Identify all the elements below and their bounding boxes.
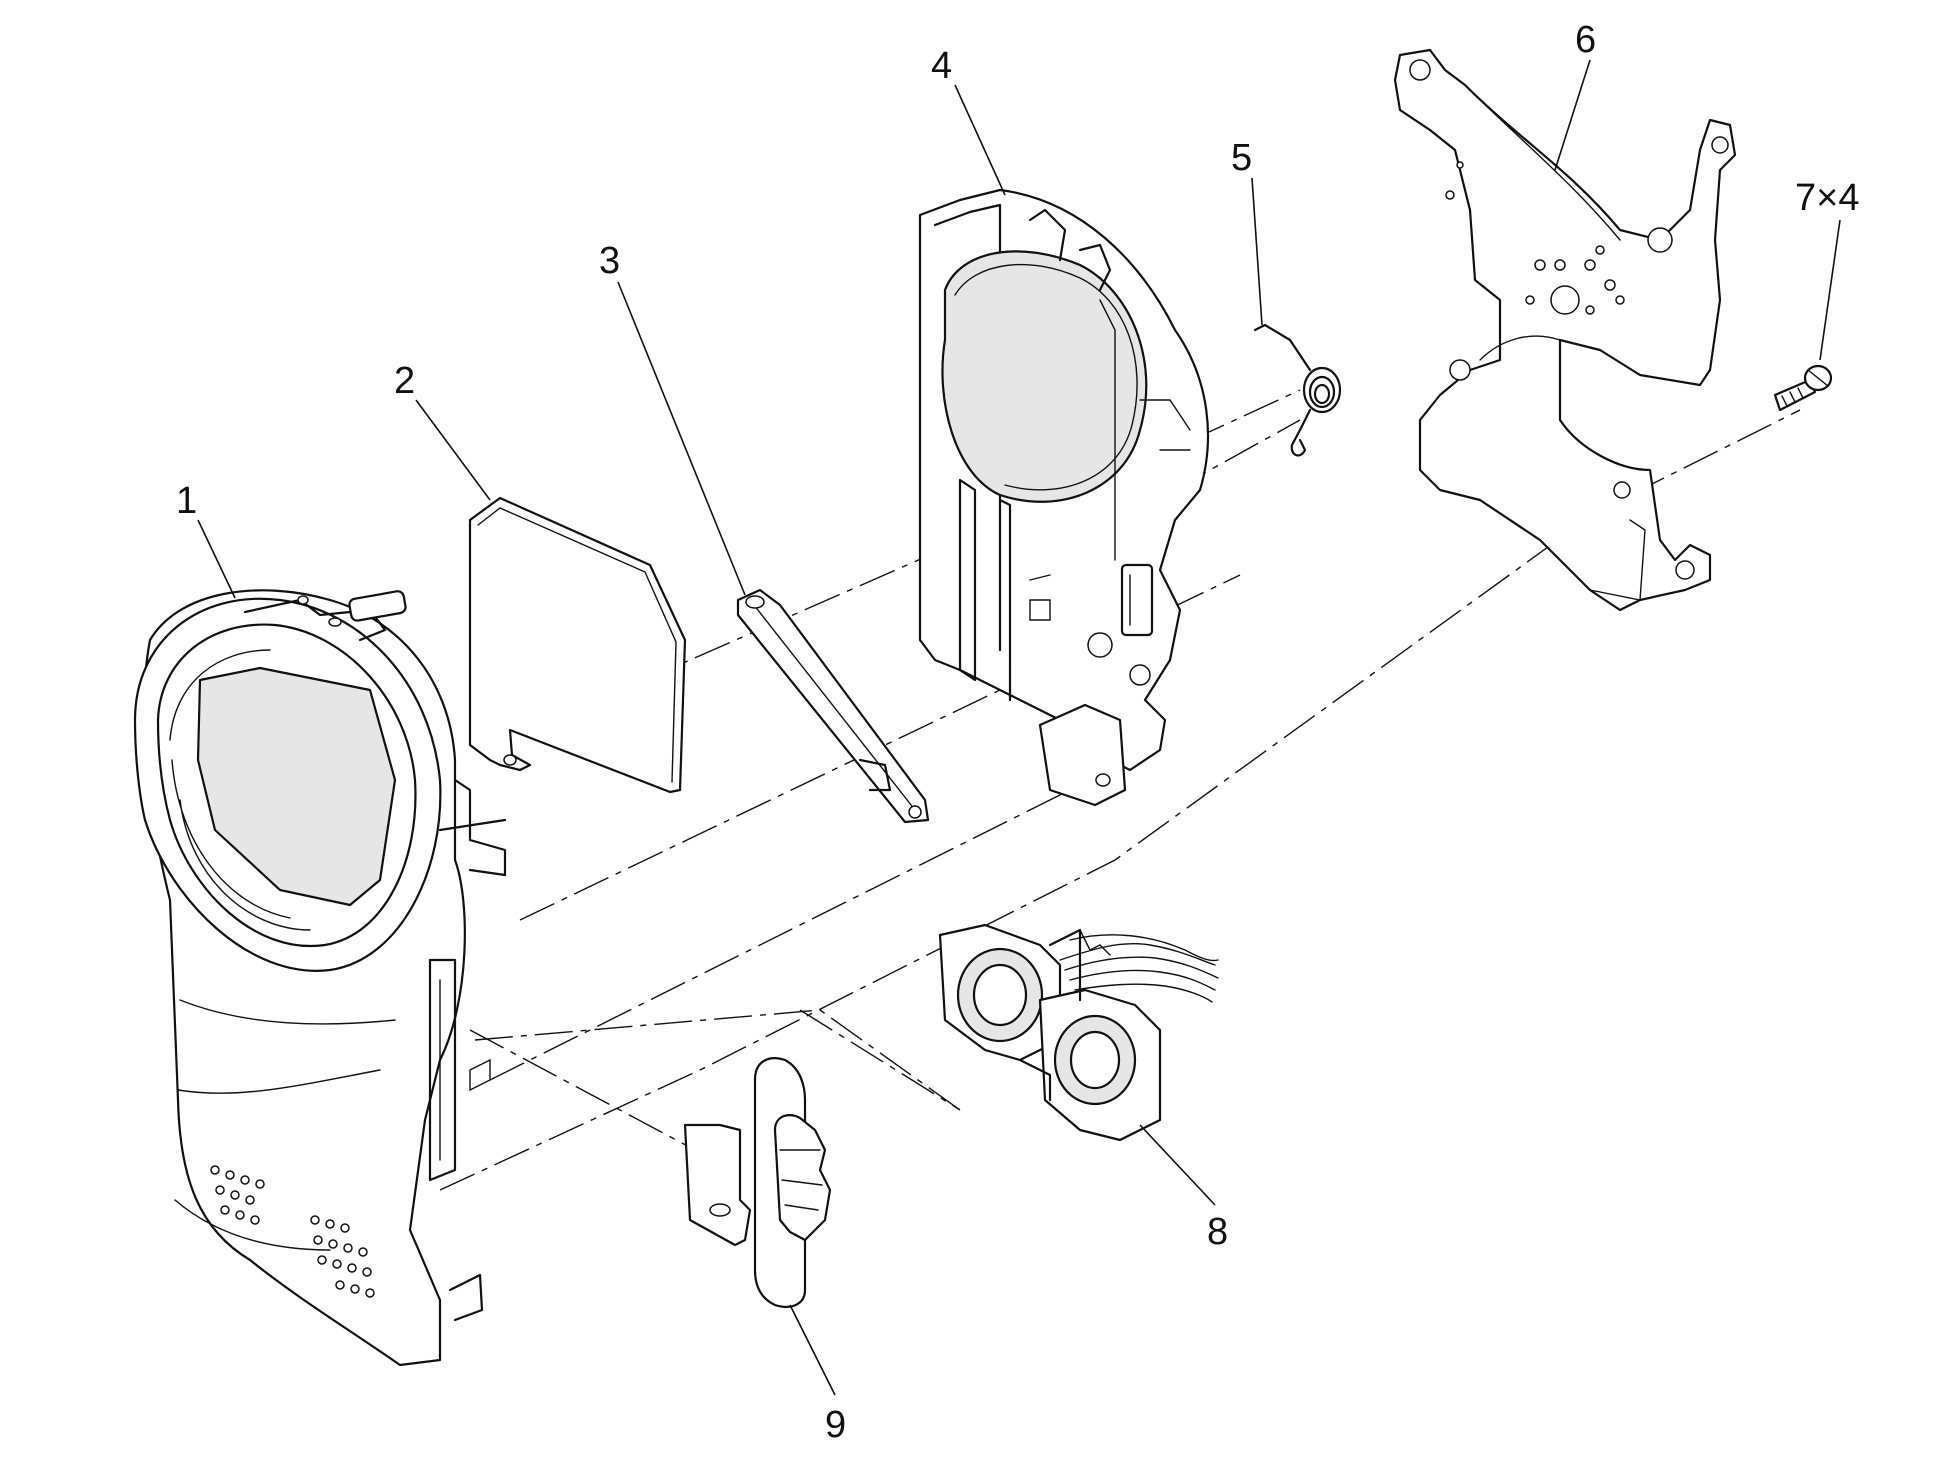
part-6-bracket (1393, 48, 1737, 612)
part-8-module (938, 923, 1219, 1142)
part-5-spring (1253, 323, 1342, 457)
callout-4: 4 (931, 45, 952, 87)
leader-lines (197, 59, 1841, 1396)
part-7-screw (1773, 364, 1833, 412)
callout-7: 7×4 (1795, 177, 1859, 219)
callout-2: 2 (394, 360, 415, 402)
callout-6: 6 (1575, 19, 1596, 61)
callout-1: 1 (176, 480, 197, 522)
callout-labels: 1 2 3 4 5 6 7×4 8 9 (176, 19, 1859, 1446)
callout-9: 9 (825, 1404, 846, 1446)
part-1-speaker-grille (210, 1165, 375, 1298)
callout-8: 8 (1207, 1211, 1228, 1253)
callout-5: 5 (1231, 137, 1252, 179)
part-4-frame (918, 188, 1210, 807)
part-9-switch (683, 1057, 832, 1308)
callout-3: 3 (599, 240, 620, 282)
part-2-sheet (468, 496, 687, 794)
part-3-lever (736, 588, 930, 824)
part-1-front-cover (133, 589, 507, 1367)
